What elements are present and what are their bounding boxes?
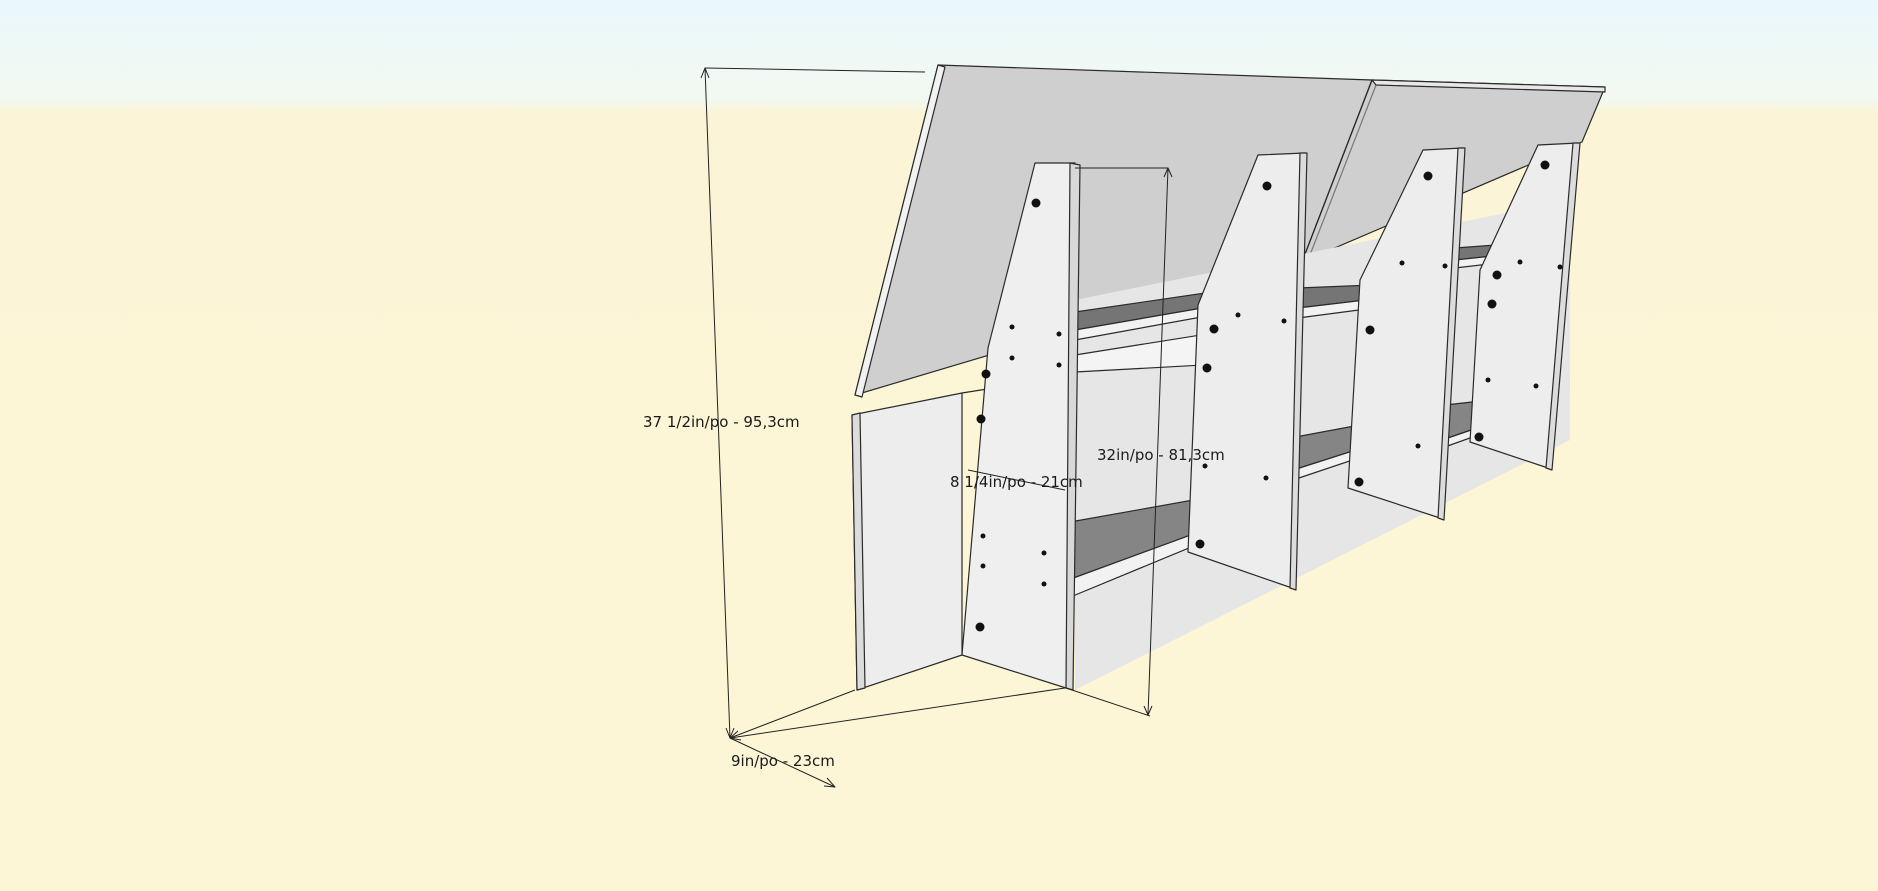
side-panel-3 — [1347, 147, 1466, 521]
inner-height-label: 32in/po - 81,3cm — [1097, 446, 1225, 464]
side-panel-2 — [1187, 152, 1308, 591]
shelf-pin-holes — [975, 160, 1563, 632]
front-side-panel — [961, 162, 1081, 691]
total-depth-label: 9in/po - 23cm — [731, 752, 835, 770]
side-panel-4 — [1469, 142, 1581, 471]
dimension-lines — [700, 67, 1173, 788]
total-height-label: 37 1/2in/po - 95,3cm — [643, 413, 800, 431]
shelf-depth-label: 8 1/4in/po - 21cm — [950, 473, 1083, 491]
dimension-labels: 37 1/2in/po - 95,3cm 32in/po - 81,3cm 8 … — [643, 413, 1225, 770]
